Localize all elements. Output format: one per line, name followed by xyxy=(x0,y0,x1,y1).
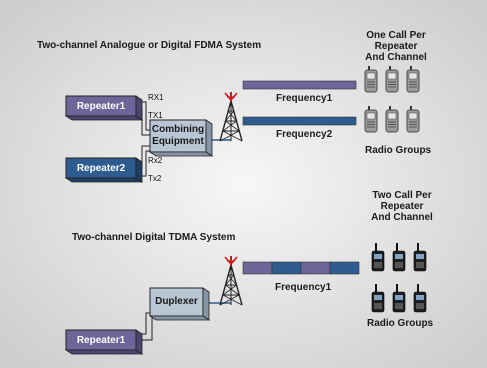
tdma-radio-groups-label: Radio Groups xyxy=(367,318,434,329)
duplexer-box-bottom xyxy=(148,315,211,321)
caption-line: One Call Per xyxy=(366,30,426,41)
repeater1-label: Repeater1 xyxy=(76,101,126,112)
caption-line: And Channel xyxy=(371,212,433,223)
rx1-port-label: RX1 xyxy=(148,93,164,102)
tdma-section xyxy=(64,242,427,355)
caption-line: And Channel xyxy=(365,52,427,63)
handheld-radio-icon xyxy=(364,65,378,93)
timeslot-segment xyxy=(329,261,360,275)
repeater2-box-bottom xyxy=(64,177,144,183)
repeater1-box-bottom xyxy=(64,115,144,121)
handheld-radio-icon xyxy=(385,105,399,133)
combiner-label-line: Combining xyxy=(151,124,205,135)
duplexer-label: Duplexer xyxy=(155,296,198,307)
timeslot-bar xyxy=(242,261,360,275)
fdma-title: Two-channel Analogue or Digital FDMA Sys… xyxy=(37,40,262,51)
timeslot-segment xyxy=(300,261,331,275)
frequency1-bar xyxy=(242,80,357,90)
handheld-radio-icon xyxy=(406,65,420,93)
handheld-radio-icon xyxy=(364,105,378,133)
timeslot-segment xyxy=(271,261,302,275)
caption-line: Repeater xyxy=(380,201,424,212)
tdma-title: Two-channel Digital TDMA System xyxy=(72,232,236,243)
caption-line: Repeater xyxy=(374,41,418,52)
tdma-repeater1-box-bottom xyxy=(64,349,144,355)
tx2-port-label: Tx2 xyxy=(148,174,162,183)
handheld-radio-icon xyxy=(406,105,420,133)
fdma-radio-groups-label: Radio Groups xyxy=(365,145,432,156)
frequency1-label: Frequency1 xyxy=(276,93,333,104)
duplexer-box-side xyxy=(202,287,210,321)
tx1-port-label: TX1 xyxy=(148,111,163,120)
tdma-radios-caption: Two Call Per Repeater And Channel xyxy=(362,190,442,223)
frequency2-label: Frequency2 xyxy=(276,129,333,140)
timeslot-segment xyxy=(242,261,273,275)
fdma-radios-caption: One Call Per Repeater And Channel xyxy=(356,30,436,63)
fdma-section xyxy=(64,65,420,183)
caption-line: Two Call Per xyxy=(372,190,432,201)
combiner-label: Combining Equipment xyxy=(150,124,206,148)
combiner-box-side xyxy=(205,119,213,157)
rx2-port-label: Rx2 xyxy=(148,156,163,165)
combiner-label-line: Equipment xyxy=(152,136,204,147)
handheld-radio-icon xyxy=(385,65,399,93)
tdma-repeater1-label: Repeater1 xyxy=(76,335,126,346)
frequency2-bar xyxy=(242,116,357,126)
combiner-box-bottom xyxy=(148,151,214,157)
tdma-frequency1-label: Frequency1 xyxy=(275,282,332,293)
repeater2-label: Repeater2 xyxy=(76,163,126,174)
